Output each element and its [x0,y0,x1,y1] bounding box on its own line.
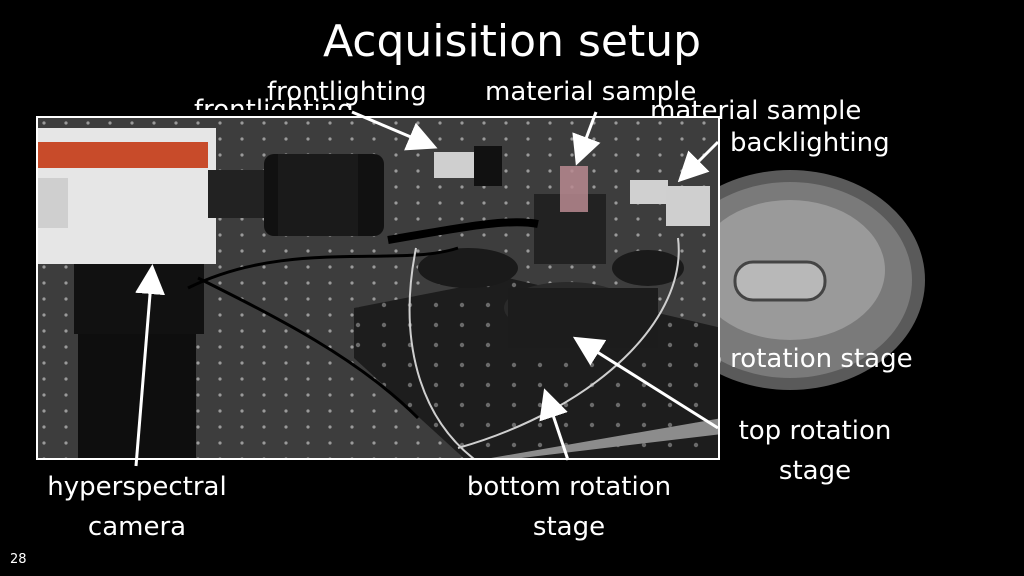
frontlighting-label: frontlighting [267,77,427,107]
lab-setup-photo [36,116,720,460]
lab-setup-photo-icon [38,118,718,458]
page-number: 28 [10,552,27,567]
hyperspectral-camera-label: hyperspectral camera [30,472,244,542]
hyperspectral-camera-line2: camera [87,512,187,542]
bottom-rotation-stage-line1: bottom rotation [466,472,672,502]
backlighting-label: backlighting [730,128,890,158]
bottom-rotation-stage-line2: stage [532,512,606,542]
top-rotation-stage-line1: top rotation [738,416,892,446]
rotation-stage-partial-label: o rotation stage [706,344,913,374]
bottom-rotation-stage-label: bottom rotation stage [444,472,694,542]
slide-title: Acquisition setup [322,16,702,67]
top-rotation-stage-line2: stage [778,456,852,486]
frontlighting-label-back: frontlighting [194,95,354,125]
material-sample-label: material sample [485,77,697,107]
hyperspectral-camera-line1: hyperspectral [47,472,227,502]
top-rotation-stage-label: top rotation stage [722,416,908,486]
